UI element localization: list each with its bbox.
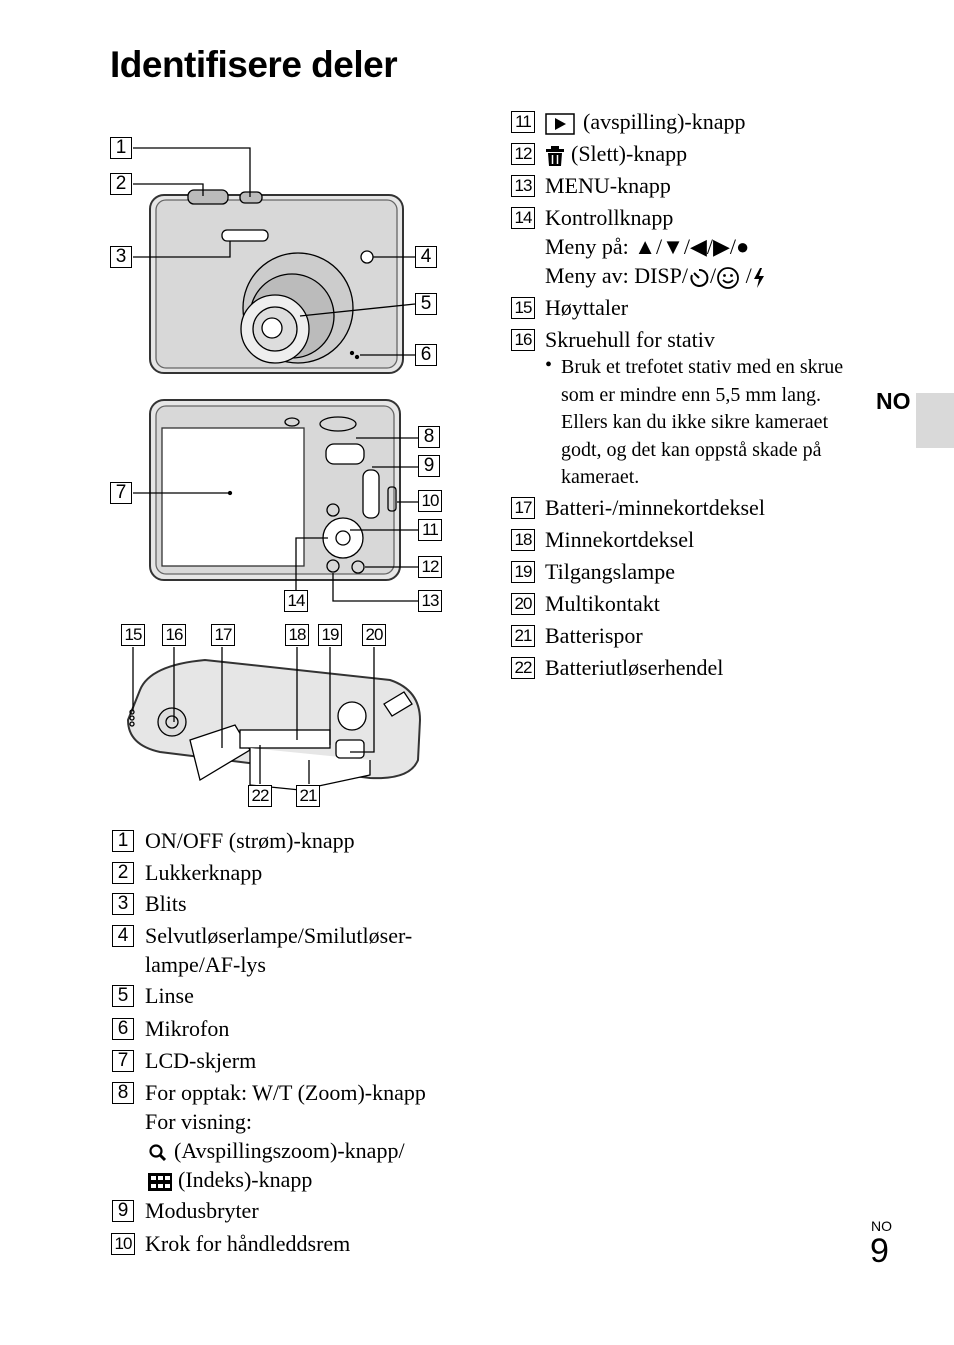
list-item: Kontrollknapp: [545, 205, 674, 230]
side-tab-label: NO: [876, 388, 911, 414]
list-number: 16: [511, 329, 535, 351]
list-number: 21: [511, 625, 535, 647]
self-timer-icon: [690, 268, 709, 287]
list-number: 15: [511, 297, 535, 319]
list-item: For opptak: W/T (Zoom)-knapp: [145, 1080, 426, 1105]
list-item: Tilgangslampe: [545, 559, 675, 584]
list-item: Blits: [145, 891, 187, 916]
smile-icon: [717, 267, 740, 289]
list-item-continued: lampe/AF-lys: [145, 952, 266, 977]
list-item: Batteriutløserhendel: [545, 655, 724, 680]
list-item: Krok for håndleddsrem: [145, 1231, 351, 1256]
callout-18: 18: [285, 624, 309, 646]
list-number: 2: [112, 862, 134, 884]
list-item: Mikrofon: [145, 1016, 230, 1041]
callout-14: 14: [284, 590, 308, 612]
callout-2: 2: [110, 173, 132, 195]
list-number: 10: [111, 1233, 135, 1255]
list-number: 4: [112, 925, 134, 947]
list-number: 17: [511, 497, 535, 519]
side-tab: [916, 393, 954, 448]
list-item: ON/OFF (strøm)-knapp: [145, 828, 355, 853]
list-number: 20: [511, 593, 535, 615]
list-item: (Slett)-knapp: [545, 139, 687, 168]
list-item: Batterispor: [545, 623, 643, 648]
callout-21: 21: [296, 785, 320, 807]
callout-10: 10: [418, 490, 442, 512]
page-language: NO: [871, 1218, 892, 1234]
list-item-continued: Meny av: DISP/ / /: [545, 261, 766, 290]
list-number: 22: [511, 657, 535, 679]
callout-5: 5: [415, 293, 437, 315]
play-icon: [545, 113, 575, 135]
list-item-continued: (Indeks)-knapp: [148, 1165, 312, 1194]
list-item: Minnekortdeksel: [545, 527, 695, 552]
magnifier-icon: [149, 1144, 167, 1162]
callout-12: 12: [418, 556, 442, 578]
list-item: Lukkerknapp: [145, 860, 263, 885]
trash-icon: [546, 145, 564, 166]
flash-icon: [753, 267, 764, 288]
callout-15: 15: [121, 624, 145, 646]
list-number: 14: [511, 207, 535, 229]
list-item-continued: For visning:: [145, 1109, 252, 1134]
list-item: Modusbryter: [145, 1198, 259, 1223]
list-number: 12: [511, 143, 535, 165]
list-item: Høyttaler: [545, 295, 629, 320]
callout-7: 7: [110, 482, 132, 504]
list-item: Linse: [145, 983, 194, 1008]
callout-8: 8: [418, 426, 440, 448]
callout-11: 11: [418, 519, 442, 541]
list-number: 1: [112, 830, 134, 852]
callout-20: 20: [362, 624, 386, 646]
callout-13: 13: [418, 590, 442, 612]
list-item-continued: (Avspillingszoom)-knapp/: [148, 1136, 405, 1165]
page-title: Identifisere deler: [110, 44, 398, 85]
list-item: Multikontakt: [545, 591, 660, 616]
tripod-note: Bruk et trefotet stativ med en skrue som…: [561, 356, 844, 488]
index-grid-icon: [148, 1172, 172, 1191]
callout-6: 6: [415, 344, 437, 366]
list-number: 5: [112, 985, 134, 1007]
list-item: LCD-skjerm: [145, 1048, 257, 1073]
list-number: 7: [112, 1050, 134, 1072]
list-item: Batteri-/minnekortdeksel: [545, 495, 765, 520]
list-number: 8: [112, 1082, 134, 1104]
callout-3: 3: [110, 246, 132, 268]
callout-9: 9: [418, 455, 440, 477]
list-item: MENU-knapp: [545, 173, 671, 198]
list-number: 19: [511, 561, 535, 583]
list-number: 6: [112, 1018, 134, 1040]
callout-4: 4: [415, 246, 437, 268]
callout-1: 1: [110, 137, 132, 159]
callout-22: 22: [248, 785, 272, 807]
list-number: 13: [511, 175, 535, 197]
list-item: Selvutløserlampe/Smilutløser-: [145, 923, 413, 948]
list-item: (avspilling)-knapp: [545, 107, 746, 136]
bullet: •: [545, 354, 553, 376]
callout-17: 17: [211, 624, 235, 646]
list-number: 11: [511, 111, 535, 133]
list-item-continued: Meny på: ▲/▼/◀/▶/●: [545, 234, 750, 259]
list-item: Skruehull for stativ: [545, 327, 715, 352]
list-number: 3: [112, 893, 134, 915]
list-number: 18: [511, 529, 535, 551]
page-number: 9: [870, 1232, 889, 1270]
callout-19: 19: [318, 624, 342, 646]
list-number: 9: [112, 1200, 134, 1222]
callout-16: 16: [162, 624, 186, 646]
